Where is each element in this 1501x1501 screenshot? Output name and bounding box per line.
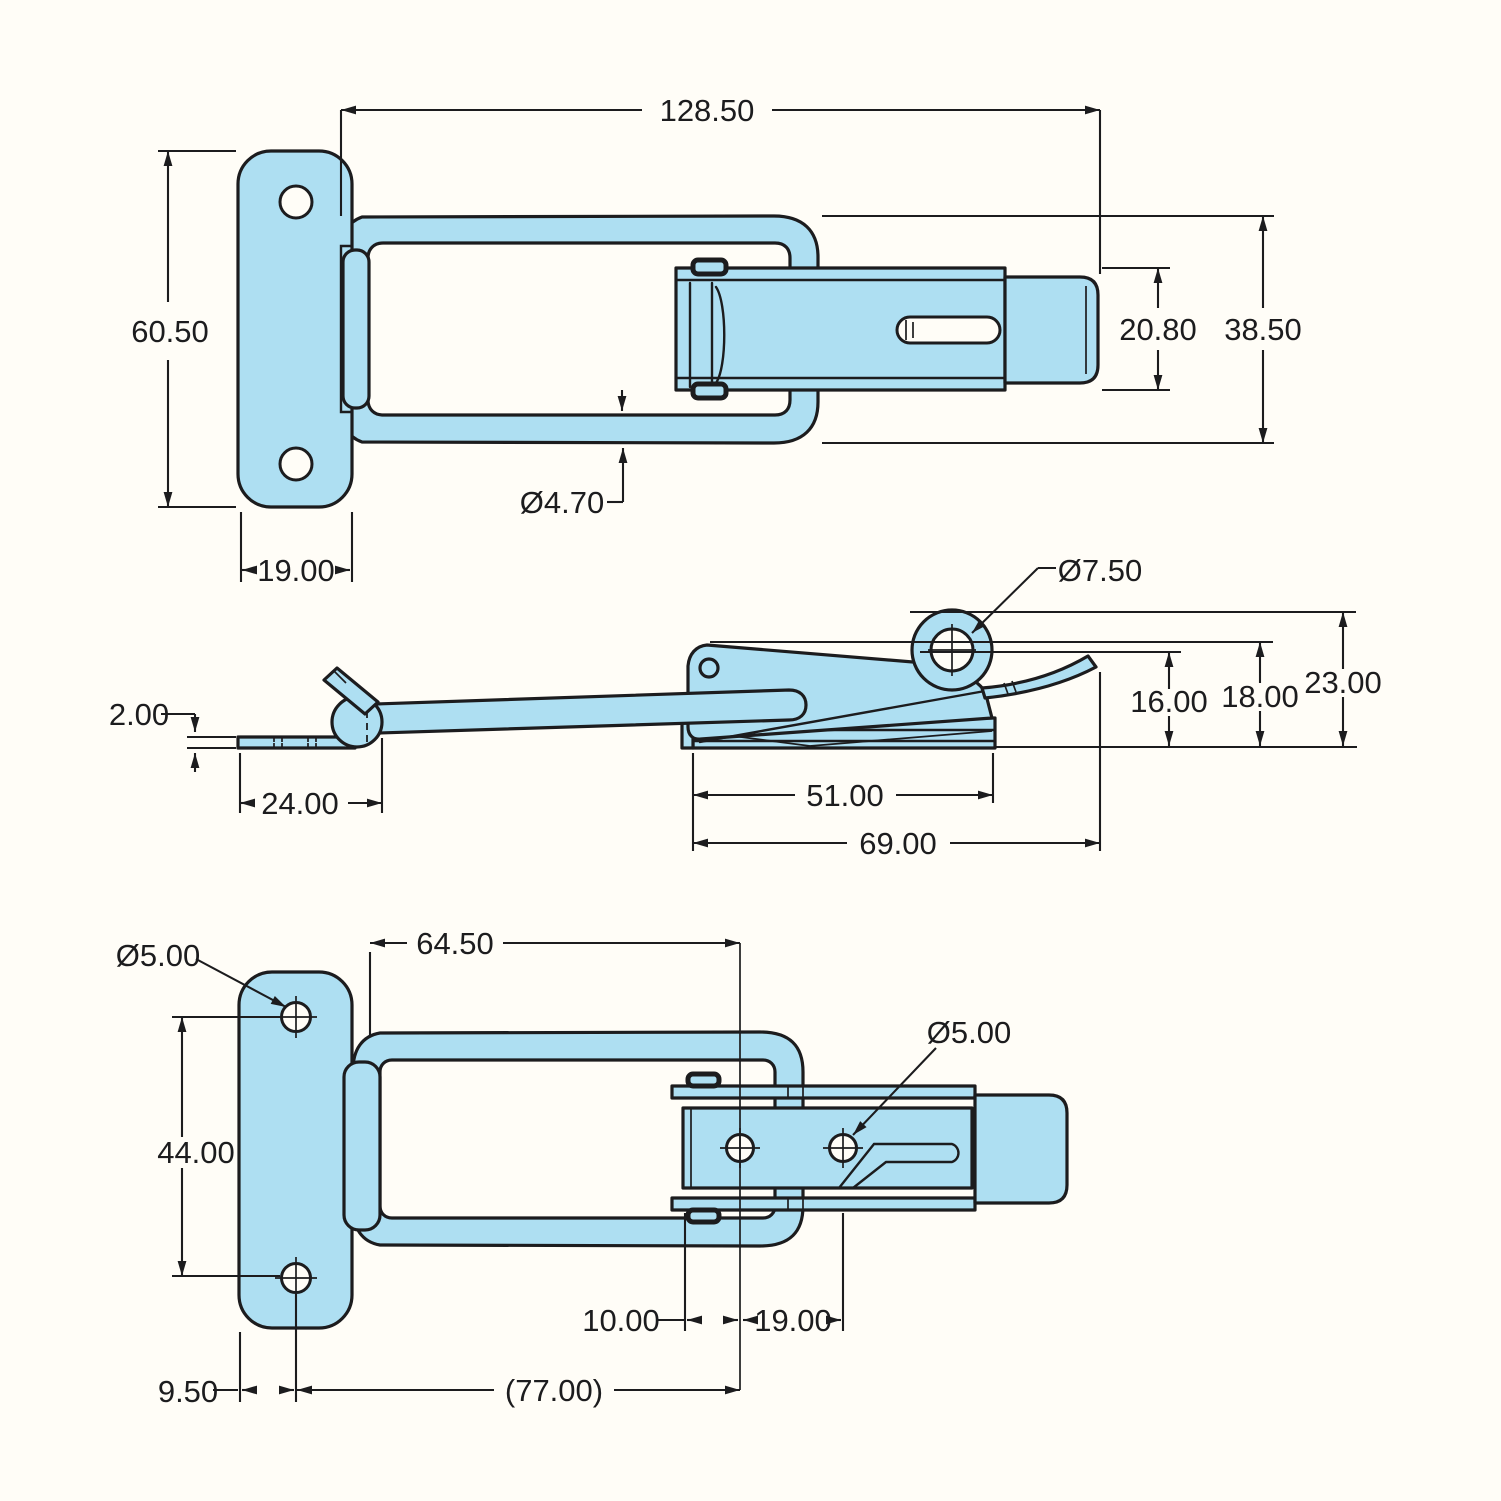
dim-label: 24.00 (261, 786, 339, 821)
dim-label: Ø5.00 (116, 938, 200, 973)
dim-label: (77.00) (505, 1373, 603, 1408)
eyelet-center-mark (928, 624, 976, 676)
hinge-tab (690, 381, 729, 401)
dim-label: 10.00 (582, 1303, 660, 1338)
dim-top-overall-width: 128.50 (339, 93, 1102, 274)
spring-finger (980, 654, 1098, 700)
hinge-knuckle (688, 281, 726, 389)
keeper-hole (278, 446, 314, 482)
dim-label: 44.00 (157, 1135, 235, 1170)
keeper-hole-cross (275, 1257, 317, 1299)
dim-label: 16.00 (1130, 684, 1208, 719)
dim-label: 38.50 (1224, 312, 1302, 347)
dim-side-base-length: 51.00 (691, 753, 995, 851)
lever-grip-tip (1003, 275, 1100, 385)
hinge-tab (685, 1071, 722, 1089)
dim-label: 60.50 (131, 314, 209, 349)
dim-bottom-lever-hole-diameter: Ø5.00 (852, 1015, 1011, 1136)
keeper-hole-cross (275, 996, 317, 1038)
dim-top-wire-diameter: Ø4.70 (520, 390, 628, 520)
hinge-tab (690, 257, 729, 277)
lever-flange (670, 1196, 977, 1212)
bail-bend (342, 1060, 382, 1232)
lever-flange-ticks (787, 1086, 804, 1210)
catch-body-fold-line (698, 689, 987, 744)
dim-side-body-height: 18.00 (710, 640, 1299, 746)
dim-label: Ø7.50 (1058, 553, 1142, 588)
dim-top-bail-width: 38.50 (822, 214, 1302, 445)
dim-label: 2.00 (109, 697, 169, 732)
lever-grip-tip (973, 1093, 1069, 1205)
dim-bottom-bail-to-hole: 64.50 (368, 926, 740, 1035)
dim-bottom-keeper-edge-to-hole: 9.50 (158, 1294, 298, 1409)
bail-bend (341, 248, 371, 410)
top-view: 128.50 60.50 20.80 38.50 Ø4.70 (131, 93, 1302, 588)
dim-top-plate-width: 19.00 (239, 512, 354, 588)
dim-label: Ø5.00 (927, 1015, 1011, 1050)
spring-finger-ticks (1003, 680, 1017, 695)
lever-flange-lines (674, 278, 1007, 380)
dim-bottom-lever-hole-spacing: 19.00 (743, 1213, 845, 1338)
dim-label: 69.00 (859, 826, 937, 861)
dim-label: 18.00 (1221, 679, 1299, 714)
lever-hole-cross (823, 1128, 863, 1168)
dim-side-keeper-length: 24.00 (238, 738, 384, 821)
dim-side-keeper-thickness: 2.00 (109, 697, 236, 772)
dim-label: 9.50 (158, 1374, 218, 1409)
dim-label: 51.00 (806, 778, 884, 813)
dim-side-eye-center-height: 16.00 (920, 650, 1208, 746)
dim-label: 128.50 (660, 93, 755, 128)
pivot-pin (698, 657, 720, 679)
dim-side-overall-length: 69.00 (693, 672, 1102, 861)
dim-bottom-keeper-hole-spacing: 44.00 (157, 1015, 280, 1278)
dim-label: 19.00 (257, 553, 335, 588)
keeper-lip-tab (322, 666, 380, 716)
keeper-strip-ticks (273, 737, 317, 748)
hinge-tab (685, 1207, 722, 1225)
keeper-lip-tick (333, 670, 347, 684)
lever-arm (373, 688, 808, 735)
dim-label: 64.50 (416, 926, 494, 961)
dim-top-plate-height: 60.50 (131, 149, 236, 509)
lever-slot (837, 1142, 960, 1190)
dim-side-eye-hole-diameter: Ø7.50 (971, 553, 1142, 634)
dim-bottom-mounting-span: (77.00) (297, 1373, 740, 1408)
side-view: Ø7.50 2.00 24.00 51.00 69.00 (109, 553, 1382, 861)
dim-side-overall-height: 23.00 (910, 610, 1382, 746)
dim-label: 23.00 (1304, 665, 1382, 700)
dim-label: 19.00 (754, 1303, 832, 1338)
keeper-plate-notch (339, 244, 354, 414)
lever-slot-detail (905, 320, 914, 340)
lever-slot (895, 315, 1002, 345)
lever-flange (670, 1084, 977, 1100)
bottom-view: Ø5.00 64.50 44.00 Ø5.00 10.00 (116, 926, 1069, 1409)
dim-bottom-hole-edge-offset: 10.00 (582, 1213, 738, 1338)
dim-label: 20.80 (1119, 312, 1197, 347)
dim-label: Ø4.70 (520, 485, 604, 520)
dim-bottom-keeper-hole-diameter: Ø5.00 (116, 938, 287, 1008)
keeper-hole (278, 184, 314, 220)
dim-top-lever-width: 20.80 (1102, 266, 1197, 392)
